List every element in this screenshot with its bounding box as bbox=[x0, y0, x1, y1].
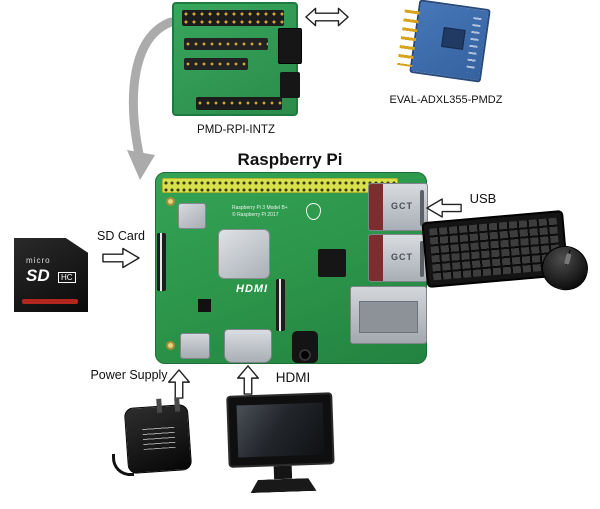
camera-connector bbox=[276, 279, 285, 331]
pmd-board-label: PMD-RPI-INTZ bbox=[197, 124, 275, 136]
usb-port-inner bbox=[369, 184, 383, 230]
raspberry-logo-icon bbox=[306, 203, 321, 220]
monitor-stand-base bbox=[250, 478, 316, 493]
power-supply-label: Power Supply bbox=[90, 368, 168, 382]
ethernet-port-opening bbox=[359, 301, 418, 333]
power-adapter-body bbox=[123, 397, 193, 475]
display-connector bbox=[157, 233, 166, 291]
hdmi-port bbox=[224, 329, 272, 363]
eval-silkscreen bbox=[465, 17, 482, 74]
power-adapter-cable bbox=[112, 454, 134, 476]
usb-port-opening bbox=[420, 190, 424, 226]
sd-card-micro-text: micro bbox=[26, 256, 51, 265]
pmd-pin-row bbox=[184, 38, 268, 50]
gpio-header-highlighted bbox=[162, 178, 398, 193]
lan-controller-chip bbox=[318, 249, 346, 277]
hdmi-label: HDMI bbox=[275, 370, 311, 385]
soc-chip bbox=[218, 229, 270, 279]
pmd-idc-connector bbox=[278, 28, 302, 64]
power-adapter-image bbox=[108, 396, 218, 480]
audio-jack-barrel bbox=[299, 349, 311, 361]
usb-port-top: GCT bbox=[368, 183, 428, 231]
hdmi-silkscreen-text: HDMI bbox=[236, 283, 269, 295]
usb-port-inner bbox=[369, 235, 383, 281]
power-plug-prong bbox=[156, 398, 163, 413]
usb-label: USB bbox=[469, 191, 497, 206]
monitor-image bbox=[224, 390, 340, 504]
monitor-stand-neck bbox=[273, 465, 293, 480]
sd-card-sd-text: SD bbox=[26, 266, 50, 285]
power-plug-prong bbox=[174, 397, 181, 412]
eval-pcb bbox=[397, 0, 491, 83]
monitor-screen bbox=[236, 402, 325, 458]
silkscreen-copyright-text: © Raspberry Pi 2017 bbox=[232, 212, 279, 218]
hdmi-arrow-icon bbox=[236, 365, 260, 395]
micro-usb-power-port bbox=[180, 333, 210, 359]
adxl355-chip bbox=[441, 27, 466, 50]
double-arrow-icon bbox=[305, 7, 349, 27]
pmic-chip bbox=[198, 299, 211, 312]
curved-connector-arrow-icon bbox=[127, 17, 176, 180]
pmd-rpi-intz-board bbox=[172, 2, 302, 116]
mouse-scroll-wheel bbox=[564, 252, 572, 265]
ethernet-port bbox=[350, 286, 427, 344]
raspberry-pi-title: Raspberry Pi bbox=[237, 150, 343, 169]
sd-card-label: SD Card bbox=[97, 229, 145, 243]
pmd-pin-row bbox=[184, 58, 248, 70]
power-adapter-label bbox=[142, 423, 176, 451]
sd-card-image: micro SD HC bbox=[14, 238, 88, 312]
pmd-bottom-header bbox=[196, 97, 282, 110]
sd-card-stripe bbox=[22, 299, 78, 304]
pmd-idc-connector-2 bbox=[280, 72, 300, 98]
usb-arrow-icon bbox=[426, 198, 462, 218]
wifi-module bbox=[178, 203, 206, 229]
eval-pin-header bbox=[397, 9, 420, 67]
sd-card-hc-badge: HC bbox=[58, 272, 76, 283]
usb-port-marking: GCT bbox=[391, 252, 413, 262]
eval-adxl355-board bbox=[396, 0, 492, 92]
audio-jack bbox=[292, 331, 318, 363]
power-supply-arrow-icon bbox=[167, 369, 191, 399]
eval-board-label: EVAL-ADXL355-PMDZ bbox=[389, 94, 503, 106]
sd-card-arrow-icon bbox=[102, 247, 140, 269]
mounting-hole bbox=[166, 341, 175, 350]
pmd-gpio-header bbox=[182, 10, 284, 26]
usb-port-opening bbox=[420, 241, 424, 277]
silkscreen-model-text: Raspberry Pi 3 Model B+ bbox=[232, 205, 288, 211]
monitor-bezel bbox=[226, 392, 335, 468]
mounting-hole bbox=[166, 197, 175, 206]
usb-port-marking: GCT bbox=[391, 201, 413, 211]
usb-port-bottom: GCT bbox=[368, 234, 428, 282]
